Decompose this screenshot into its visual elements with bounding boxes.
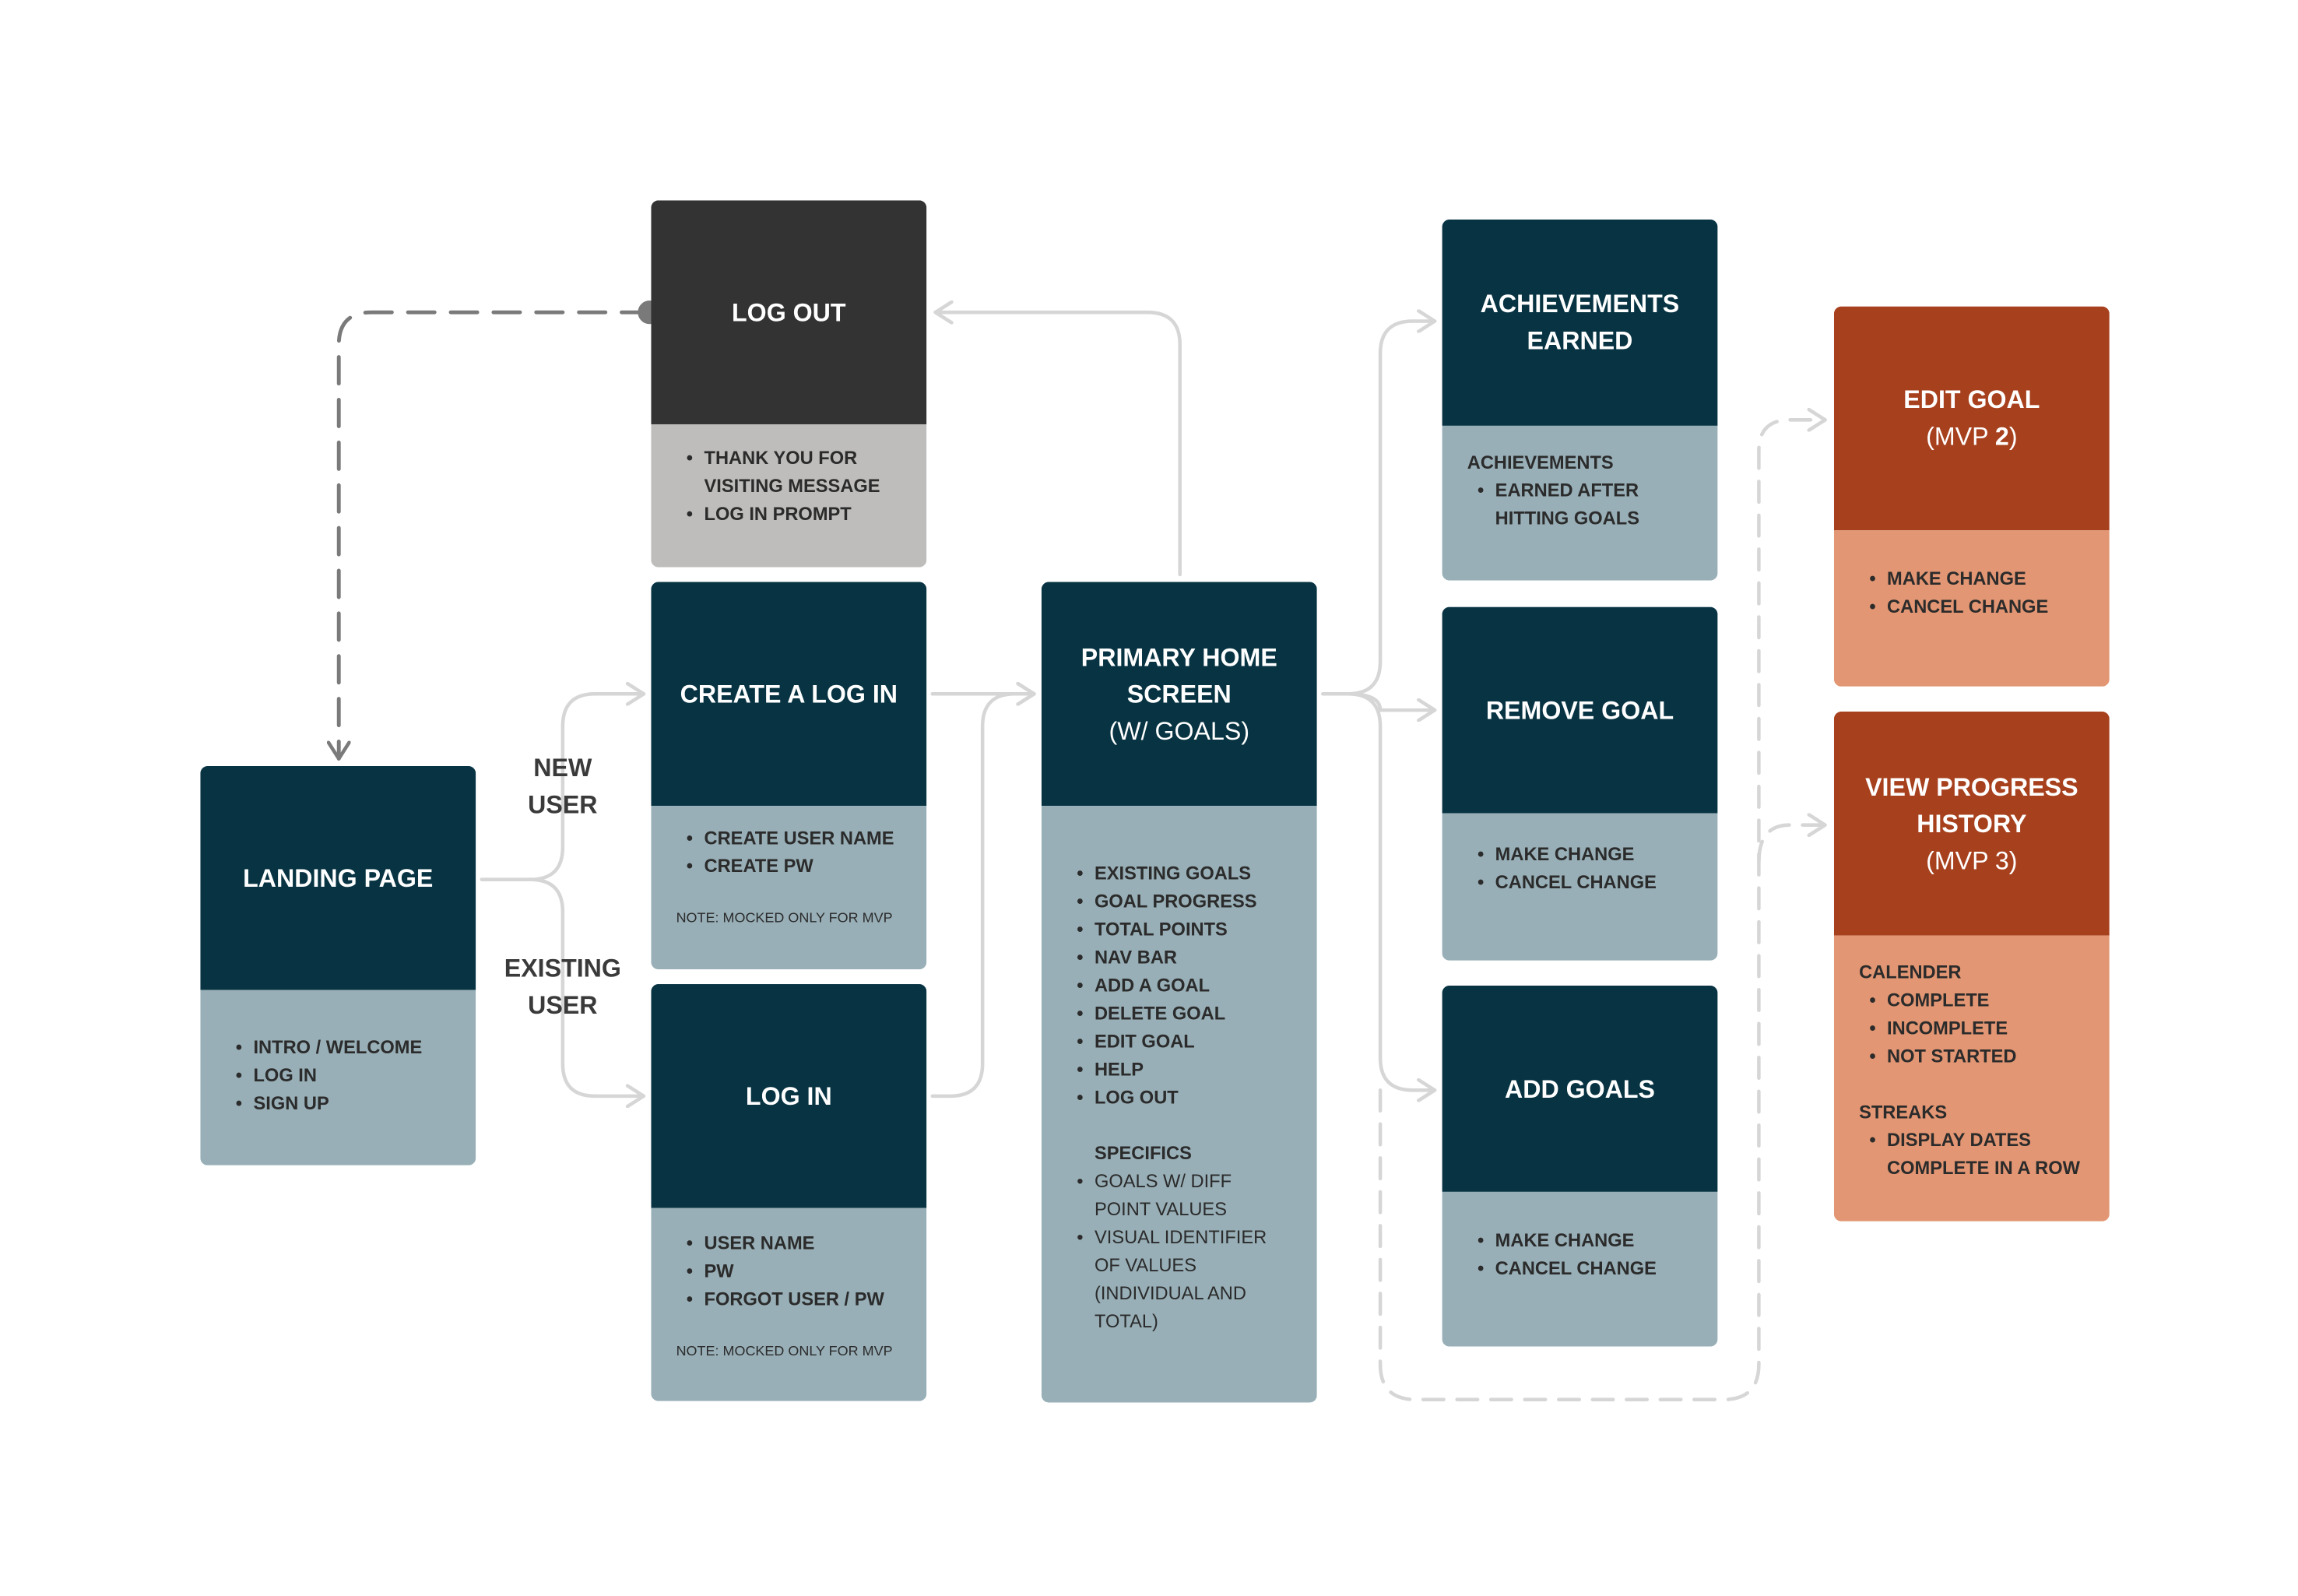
achievements-title-line-1: ACHIEVEMENTS — [1480, 290, 1680, 318]
log-in-header: LOG IN — [651, 984, 927, 1208]
view-progress-history-header: VIEW PROGRESS HISTORY (MVP 3) — [1833, 711, 2110, 936]
list-item: CREATE PW — [687, 853, 900, 881]
edit-goal-subtitle: (MVP 2) — [1926, 423, 2018, 452]
progress-subtitle: (MVP 3) — [1926, 846, 2018, 875]
achievements-earned-card: ACHIEVEMENTS EARNED ACHIEVEMENTS EARNED … — [1442, 219, 1718, 581]
branch-label-existing-user: EXISTING USER — [504, 954, 621, 1020]
list-item: DISPLAY DATES COMPLETE IN A ROW — [1869, 1127, 2087, 1183]
edit-goal-card: EDIT GOAL (MVP 2) MAKE CHANGE CANCEL CHA… — [1833, 306, 2110, 687]
arrow-login-to-home — [930, 694, 1036, 1099]
progress-title-line-2: HISTORY — [1917, 809, 2027, 838]
achievements-list-title: ACHIEVEMENTS — [1467, 452, 1614, 473]
achievements-title-line-2: EARNED — [1527, 327, 1633, 356]
list-item: LOG OUT — [1077, 1085, 1290, 1113]
list-item: EARNED AFTER HITTING GOALS — [1478, 477, 1672, 533]
dashed-arrow-logout-to-landing — [339, 310, 651, 761]
add-goals-header: ADD GOALS — [1442, 985, 1718, 1192]
create-log-in-title: CREATE A LOG IN — [680, 680, 898, 708]
list-item: GOAL PROGRESS — [1077, 888, 1290, 916]
list-item: COMPLETE — [1869, 987, 2082, 1015]
list-item: PW — [687, 1258, 900, 1286]
arrow-landing-to-create-login — [480, 694, 646, 881]
remove-goal-title: REMOVE GOAL — [1485, 696, 1674, 725]
create-log-in-details: CREATE USER NAME CREATE PW NOTE: MOCKED … — [651, 806, 927, 970]
list-item: INTRO / WELCOME — [236, 1034, 449, 1062]
dashed-arrow-to-edit-goal — [1378, 420, 1827, 1401]
list-item: HELP — [1077, 1056, 1290, 1085]
log-out-title: LOG OUT — [732, 298, 846, 327]
list-item: VISUAL IDENTIFIER OF VALUES (INDIVIDUAL … — [1077, 1225, 1278, 1337]
log-in-details: USER NAME PW FORGOT USER / PW NOTE: MOCK… — [651, 1208, 927, 1401]
list-item: THANK YOU FOR VISITING MESSAGE — [687, 445, 888, 501]
view-progress-history-card: VIEW PROGRESS HISTORY (MVP 3) CALENDER C… — [1833, 711, 2110, 1222]
list-item: GOALS W/ DIFF POINT VALUES — [1077, 1169, 1242, 1225]
list-item: EDIT GOAL — [1077, 1028, 1290, 1056]
list-item: MAKE CHANGE — [1478, 842, 1691, 870]
list-item: LOG IN — [236, 1062, 449, 1090]
home-title-line-2: SCREEN — [1126, 680, 1232, 708]
landing-page-card: LANDING PAGE INTRO / WELCOME LOG IN SIGN… — [200, 765, 476, 1165]
list-item: CANCEL CHANGE — [1478, 869, 1691, 897]
log-in-card: LOG IN USER NAME PW FORGOT USER / PW NOT… — [651, 984, 927, 1401]
home-title-line-1: PRIMARY HOME — [1080, 642, 1277, 671]
list-item: EXISTING GOALS — [1077, 860, 1290, 888]
calendar-title: CALENDER — [1859, 961, 1962, 983]
remove-goal-header: REMOVE GOAL — [1442, 606, 1718, 814]
specifics-title: SPECIFICS — [1094, 1143, 1192, 1164]
list-item: NAV BAR — [1077, 944, 1290, 972]
arrow-landing-to-login — [528, 877, 646, 1096]
arrow-home-to-achievements — [1321, 322, 1437, 696]
list-item: NOT STARTED — [1869, 1043, 2082, 1071]
list-item: CREATE USER NAME — [687, 825, 900, 853]
list-item: USER NAME — [687, 1230, 900, 1258]
log-out-card: LOG OUT THANK YOU FOR VISITING MESSAGE L… — [651, 200, 927, 568]
create-log-in-card: CREATE A LOG IN CREATE USER NAME CREATE … — [651, 582, 927, 970]
dashed-arrow-to-progress — [1757, 825, 1827, 864]
landing-page-header: LANDING PAGE — [200, 765, 476, 990]
mvp-note: NOTE: MOCKED ONLY FOR MVP — [676, 910, 893, 927]
list-item: INCOMPLETE — [1869, 1015, 2082, 1043]
list-item: DELETE GOAL — [1077, 1000, 1290, 1028]
progress-title-line-1: VIEW PROGRESS — [1865, 772, 2078, 801]
branch-label-new-user: NEW USER — [528, 754, 598, 820]
arrow-home-to-add — [1346, 692, 1437, 1090]
list-item: TOTAL POINTS — [1077, 916, 1290, 944]
list-item: FORGOT USER / PW — [687, 1286, 900, 1314]
add-goals-title: ADD GOALS — [1504, 1074, 1655, 1103]
landing-page-details: INTRO / WELCOME LOG IN SIGN UP — [200, 990, 476, 1165]
achievements-earned-header: ACHIEVEMENTS EARNED — [1442, 219, 1718, 426]
add-goals-card: ADD GOALS MAKE CHANGE CANCEL CHANGE — [1442, 985, 1718, 1347]
list-item: CANCEL CHANGE — [1869, 594, 2082, 622]
log-in-title: LOG IN — [745, 1081, 832, 1110]
create-log-in-header: CREATE A LOG IN — [651, 582, 927, 807]
list-item: SIGN UP — [236, 1090, 449, 1118]
remove-goal-card: REMOVE GOAL MAKE CHANGE CANCEL CHANGE — [1442, 606, 1718, 961]
list-item: CANCEL CHANGE — [1478, 1255, 1691, 1283]
log-out-header: LOG OUT — [651, 200, 927, 424]
list-item: MAKE CHANGE — [1869, 566, 2082, 594]
primary-home-screen-details: EXISTING GOALS GOAL PROGRESS TOTAL POINT… — [1041, 806, 1317, 1403]
streaks-title: STREAKS — [1859, 1102, 1948, 1123]
mvp-note: NOTE: MOCKED ONLY FOR MVP — [676, 1343, 893, 1360]
edit-goal-title: EDIT GOAL — [1903, 385, 2040, 414]
achievements-earned-details: ACHIEVEMENTS EARNED AFTER HITTING GOALS — [1442, 425, 1718, 581]
list-item: LOG IN PROMPT — [687, 501, 900, 529]
arrow-home-to-logout — [933, 312, 1182, 577]
edit-goal-details: MAKE CHANGE CANCEL CHANGE — [1833, 530, 2110, 687]
list-item: ADD A GOAL — [1077, 972, 1290, 1000]
list-item: MAKE CHANGE — [1478, 1227, 1691, 1255]
primary-home-screen-card: PRIMARY HOME SCREEN (W/ GOALS) EXISTING … — [1041, 582, 1317, 1403]
remove-goal-details: MAKE CHANGE CANCEL CHANGE — [1442, 813, 1718, 961]
edit-goal-header: EDIT GOAL (MVP 2) — [1833, 306, 2110, 531]
primary-home-screen-header: PRIMARY HOME SCREEN (W/ GOALS) — [1041, 582, 1317, 807]
landing-page-title: LANDING PAGE — [243, 863, 434, 892]
add-goals-details: MAKE CHANGE CANCEL CHANGE — [1442, 1191, 1718, 1347]
view-progress-history-details: CALENDER COMPLETE INCOMPLETE NOT STARTED… — [1833, 935, 2110, 1222]
home-subtitle: (W/ GOALS) — [1109, 716, 1250, 745]
log-out-details: THANK YOU FOR VISITING MESSAGE LOG IN PR… — [651, 424, 927, 568]
